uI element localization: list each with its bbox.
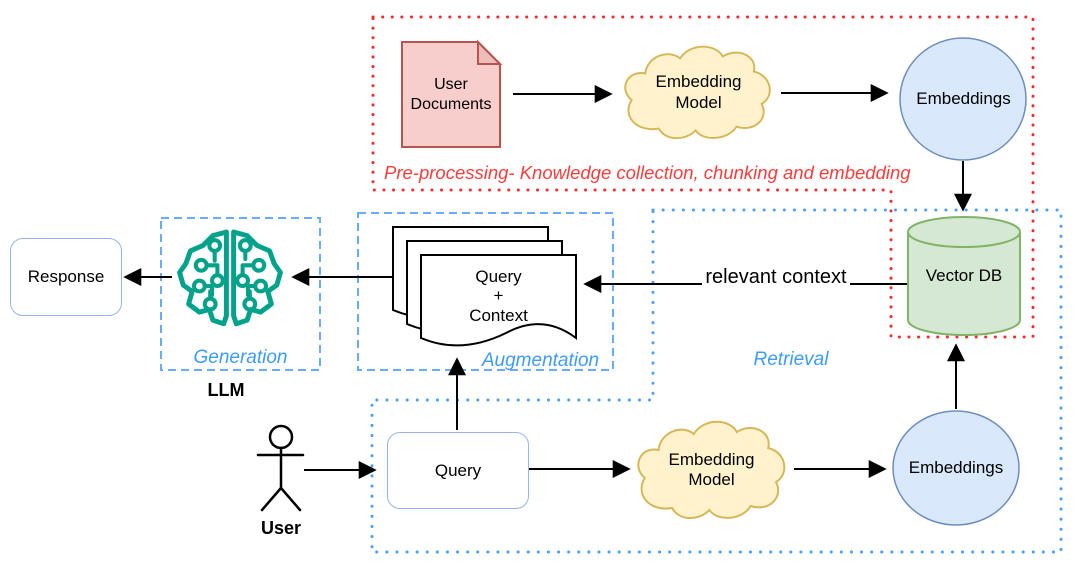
- user-label: User: [260, 518, 302, 539]
- embedding-model-bottom-label: Embedding Model: [668, 449, 755, 489]
- query-label: Query: [434, 460, 482, 480]
- preprocessing-boundary: [371, 15, 1035, 339]
- vector-db-label: Vector DB: [925, 265, 1003, 285]
- user-documents-shape: [401, 39, 503, 148]
- preprocessing-boundary-label: Pre-processing- Knowledge collection, ch…: [384, 161, 911, 183]
- embeddings-bottom-label: Embeddings: [908, 457, 1004, 477]
- query-context-documents: [392, 226, 577, 347]
- person-stick-figure-icon: [256, 424, 305, 512]
- embeddings-top-label: Embeddings: [916, 88, 1011, 108]
- llm-label: LLM: [207, 380, 245, 401]
- vector-db-cylinder: [907, 216, 1021, 336]
- augmentation-boundary-label: Augmentation: [481, 349, 600, 371]
- retrieval-boundary-label: Retrieval: [753, 348, 829, 370]
- generation-boundary-label: Generation: [193, 346, 288, 368]
- relevant-context-label: relevant context: [702, 263, 850, 291]
- query-context-label: Query + Context: [469, 266, 528, 325]
- circuit-brain-icon: [177, 229, 283, 327]
- embedding-model-bottom-cloud: [637, 420, 786, 519]
- embedding-model-top-cloud: [624, 45, 771, 140]
- generation-boundary: [160, 217, 321, 371]
- embeddings-bottom-circle: [892, 410, 1020, 526]
- query-node: Query: [387, 432, 529, 509]
- user-documents-label: User Documents: [410, 76, 492, 113]
- embeddings-top-circle: [899, 37, 1027, 161]
- response-node: Response: [10, 238, 122, 316]
- augmentation-boundary: [357, 212, 614, 371]
- response-label: Response: [27, 267, 105, 286]
- embedding-model-top-label: Embedding Model: [655, 72, 742, 112]
